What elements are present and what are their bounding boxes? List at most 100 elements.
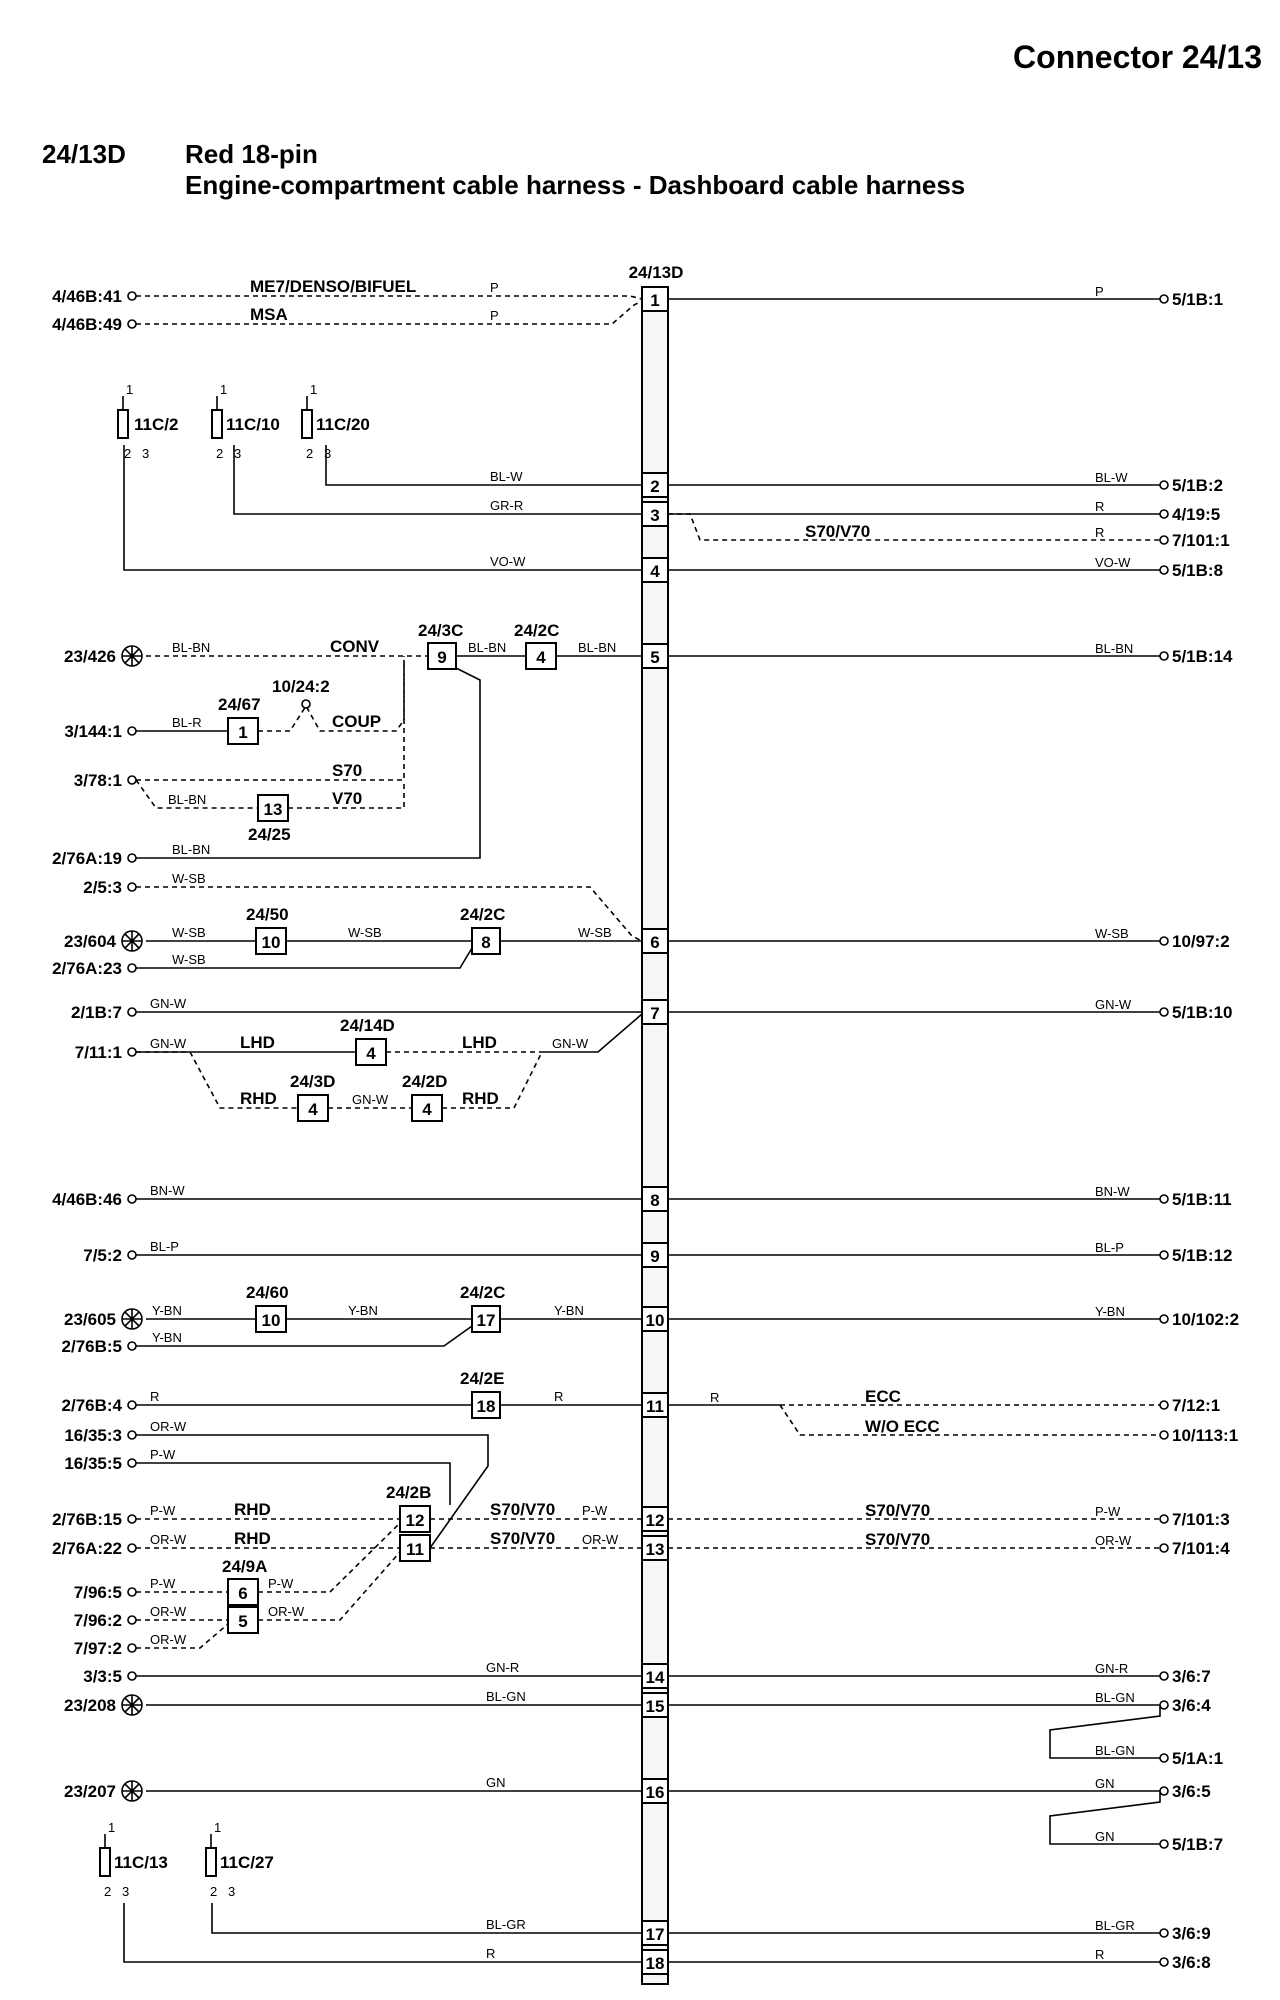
variant-label: LHD: [462, 1033, 497, 1052]
pin-label: 2: [650, 477, 659, 496]
splice-pin: 4: [422, 1100, 432, 1119]
terminal-label: 2/76A:23: [52, 959, 122, 978]
splice-name: 24/2D: [402, 1072, 447, 1091]
pin-label: 11: [646, 1397, 664, 1416]
svg-text:3: 3: [234, 446, 241, 461]
pin-label: 5: [650, 648, 659, 667]
splice-pin: 11: [406, 1540, 424, 1559]
variant-label: RHD: [240, 1089, 277, 1108]
fuse-label: 11C/27: [220, 1853, 274, 1872]
wire-color: Y-BN: [152, 1303, 182, 1318]
terminal-label: 4/46B:46: [52, 1190, 122, 1209]
pin-label: 1: [650, 291, 659, 310]
wire-color: BL-BN: [1095, 641, 1133, 656]
splice-box: [257, 794, 289, 822]
ground-star-icon: [121, 645, 143, 667]
terminal-label: 2/76B:15: [52, 1510, 122, 1529]
wire-color: BL-BN: [172, 640, 210, 655]
wire-color: BL-BN: [172, 842, 210, 857]
variant-label: S70/V70: [865, 1530, 930, 1549]
harness-description: Engine-compartment cable harness - Dashb…: [185, 170, 965, 200]
pin-box-11: [641, 1392, 669, 1418]
left-wires: [123, 295, 643, 1963]
splice-box: [255, 1305, 287, 1333]
fuse-label: 11C/20: [316, 415, 370, 434]
wire-color: OR-W: [1095, 1533, 1132, 1548]
splice-box: [297, 1094, 329, 1122]
wire-color: P-W: [150, 1576, 176, 1591]
pin-box-15: [641, 1692, 669, 1718]
svg-text:3: 3: [142, 446, 149, 461]
wire-color: P-W: [150, 1447, 176, 1462]
terminal-label: 2/76A:19: [52, 849, 122, 868]
terminal-label: 3/3:5: [83, 1667, 122, 1686]
wire-color: GN-W: [150, 996, 187, 1011]
splice-pin: 12: [406, 1511, 425, 1530]
wire-color: BL-P: [150, 1239, 179, 1254]
terminal-label: 2/5:3: [83, 878, 122, 897]
svg-text:1: 1: [126, 382, 133, 397]
wire-color: Y-BN: [554, 1303, 584, 1318]
wire-color: W-SB: [578, 925, 612, 940]
terminal-label: 7/5:2: [83, 1246, 122, 1265]
terminal-label: 4/46B:41: [52, 287, 122, 306]
variant-label: LHD: [240, 1033, 275, 1052]
wire-color: VO-W: [490, 554, 526, 569]
splice-pin: 4: [366, 1044, 376, 1063]
variant-label: RHD: [234, 1500, 271, 1519]
terminal-label: 23/605: [64, 1310, 116, 1329]
splice-pin: 5: [238, 1612, 247, 1631]
wire-color: R: [150, 1389, 159, 1404]
splice-pin: 10: [262, 1311, 281, 1330]
ground-star-icon: [121, 1308, 143, 1330]
wire-color: BL-BN: [578, 640, 616, 655]
wire-color: GR-R: [490, 498, 523, 513]
terminal-label: 5/1B:11: [1172, 1190, 1232, 1209]
terminal-label: 7/101:3: [1172, 1510, 1230, 1529]
terminal-label: 5/1A:1: [1172, 1749, 1223, 1768]
splice-box: [471, 1305, 501, 1333]
svg-text:2: 2: [306, 446, 313, 461]
fuse-label: 11C/2: [134, 415, 178, 434]
wire-color: BL-GN: [1095, 1743, 1135, 1758]
splice-name: 24/3D: [290, 1072, 335, 1091]
pin-label: 16: [646, 1783, 665, 1802]
wire-color: W-SB: [348, 925, 382, 940]
svg-text:1: 1: [220, 382, 227, 397]
splice-box: [399, 1534, 431, 1562]
terminal-label: 3/6:9: [1172, 1924, 1211, 1943]
variant-label: S70/V70: [490, 1500, 555, 1519]
wire-color: GN-R: [1095, 1661, 1128, 1676]
pin-label: 17: [646, 1925, 665, 1944]
pin-label: 13: [646, 1540, 665, 1559]
pin-label: 9: [650, 1247, 659, 1266]
connector-type: Red 18-pin: [185, 139, 318, 169]
terminal-label: 3/6:7: [1172, 1667, 1211, 1686]
terminal-label: 5/1B:7: [1172, 1835, 1223, 1854]
pin-label: 4: [650, 562, 660, 581]
variant-label: RHD: [462, 1089, 499, 1108]
terminal-label: 10/97:2: [1172, 932, 1230, 951]
fuses: 1 2 3 11C/2 1 2 3 11C/10 1 2 3 11C/20 1 …: [99, 382, 370, 1899]
variant-label: CONV: [330, 637, 380, 656]
terminal-label: 23/207: [64, 1782, 116, 1801]
wire-color: GN: [1095, 1776, 1115, 1791]
variant-label: S70: [332, 761, 362, 780]
terminal-label: 5/1B:10: [1172, 1003, 1232, 1022]
splice-pin: 17: [477, 1311, 496, 1330]
splice-name: 24/2B: [386, 1483, 431, 1502]
wire-color: R: [710, 1390, 719, 1405]
splice-box: [227, 1606, 259, 1634]
variant-label: S70/V70: [490, 1529, 555, 1548]
pin-label: 7: [650, 1004, 659, 1023]
right-wire-colors: P BL-W R R VO-W BL-BN W-SB GN-W BN-W BL-…: [710, 284, 1135, 1962]
splice-box: [411, 1094, 443, 1122]
splice-box: [525, 642, 557, 670]
splice-box: [255, 927, 287, 955]
wire-color: P: [490, 308, 499, 323]
splice-name: 24/25: [248, 825, 291, 844]
terminal-label: 16/35:5: [64, 1454, 122, 1473]
wire-color: OR-W: [582, 1532, 619, 1547]
terminal-label: 2/76A:22: [52, 1539, 122, 1558]
splice-name: 24/2C: [460, 905, 505, 924]
